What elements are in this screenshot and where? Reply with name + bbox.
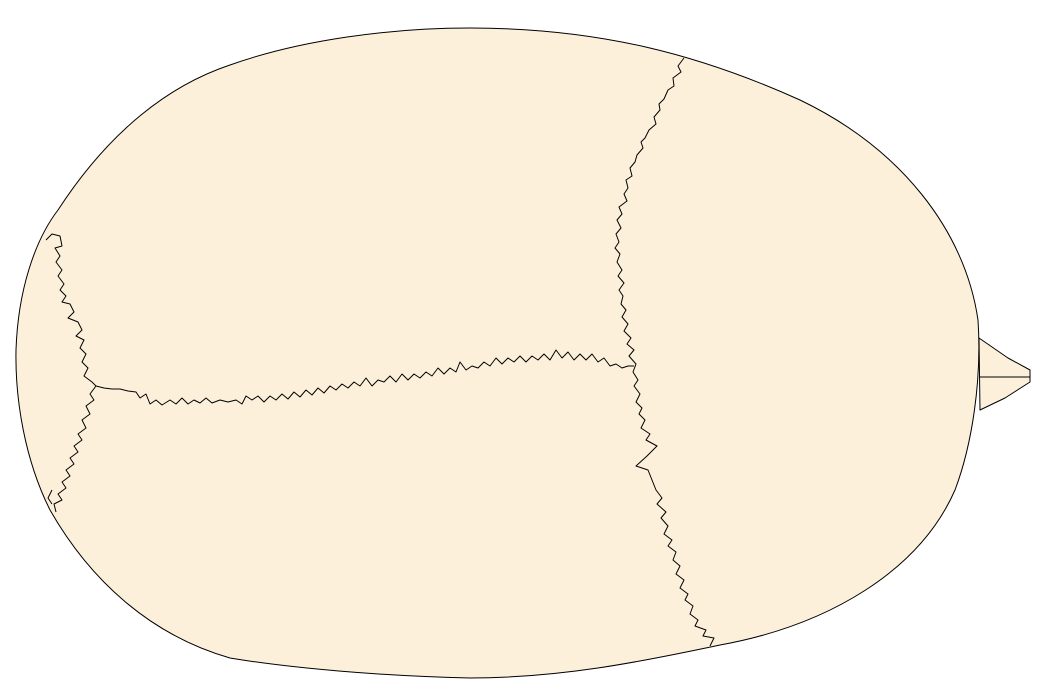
coronal-suture: [614, 57, 715, 647]
skull-outline: [15, 27, 980, 679]
nasal-bone: [978, 337, 1031, 411]
lambdoid-suture: [45, 233, 97, 513]
lambdoid-suture-spur: [47, 489, 53, 505]
sagittal-suture: [95, 349, 634, 406]
